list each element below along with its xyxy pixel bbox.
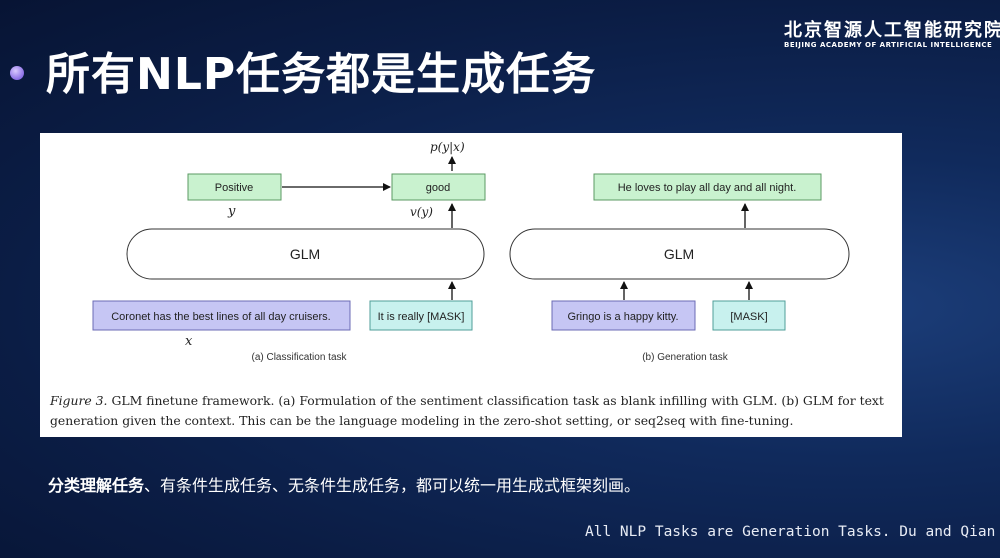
x-symbol: x bbox=[185, 334, 193, 349]
glm-diagram: p(y|x) Positive good y v(y) GLM Coronet … bbox=[92, 140, 850, 363]
logo-english-text: BEIJING ACADEMY OF ARTIFICIAL INTELLIGEN… bbox=[784, 41, 993, 49]
generation-caption: (b) Generation task bbox=[642, 352, 729, 363]
glm-label-b: GLM bbox=[664, 246, 694, 262]
glm-block-a bbox=[126, 228, 485, 280]
figure-caption: Figure 3. GLM finetune framework. (a) Fo… bbox=[50, 391, 898, 431]
slide-subtitle: 分类理解任务、有条件生成任务、无条件生成任务，都可以统一用生成式框架刻画。 bbox=[48, 472, 640, 496]
generated-output-box bbox=[593, 173, 822, 201]
bullet-dot bbox=[10, 66, 24, 80]
v-y-label: v(y) bbox=[410, 205, 433, 219]
context-sentence-box bbox=[551, 300, 696, 331]
subtitle-rest: 、有条件生成任务、无条件生成任务，都可以统一用生成式框架刻画。 bbox=[144, 476, 641, 495]
footer-reference: All NLP Tasks are Generation Tasks. Du a… bbox=[585, 524, 1000, 540]
positive-box bbox=[187, 173, 282, 201]
p-y-given-x-label: p(y|x) bbox=[430, 140, 465, 154]
glm-label-a: GLM bbox=[290, 246, 320, 262]
glm-block-b bbox=[509, 228, 850, 280]
mask-box-a bbox=[369, 300, 473, 331]
good-box bbox=[391, 173, 486, 201]
positive-label: Positive bbox=[215, 182, 254, 194]
figure-caption-text: GLM finetune framework. (a) Formulation … bbox=[50, 393, 884, 428]
subtitle-bold: 分类理解任务 bbox=[48, 476, 145, 495]
figure-caption-label: Figure 3. bbox=[50, 393, 108, 408]
y-symbol: y bbox=[227, 204, 236, 219]
slide-title: 所有NLP任务都是生成任务 bbox=[46, 49, 597, 100]
figure-panel: p(y|x) Positive good y v(y) GLM Coronet … bbox=[40, 133, 902, 437]
logo-chinese-text: 北京智源人工智能研究院 bbox=[784, 20, 1000, 41]
classification-caption: (a) Classification task bbox=[251, 352, 347, 363]
input-sentence-box bbox=[92, 300, 351, 331]
institution-logo: 北京智源人工智能研究院 BEIJING ACADEMY OF ARTIFICIA… bbox=[784, 16, 1000, 56]
mask-box-b bbox=[712, 300, 786, 331]
mask-text-a: It is really [MASK] bbox=[378, 311, 465, 323]
input-sentence-text: Coronet has the best lines of all day cr… bbox=[111, 311, 331, 323]
context-sentence-text: Gringo is a happy kitty. bbox=[567, 311, 678, 323]
good-label: good bbox=[426, 182, 450, 194]
mask-text-b: [MASK] bbox=[730, 311, 767, 323]
generated-output-text: He loves to play all day and all night. bbox=[618, 182, 797, 194]
